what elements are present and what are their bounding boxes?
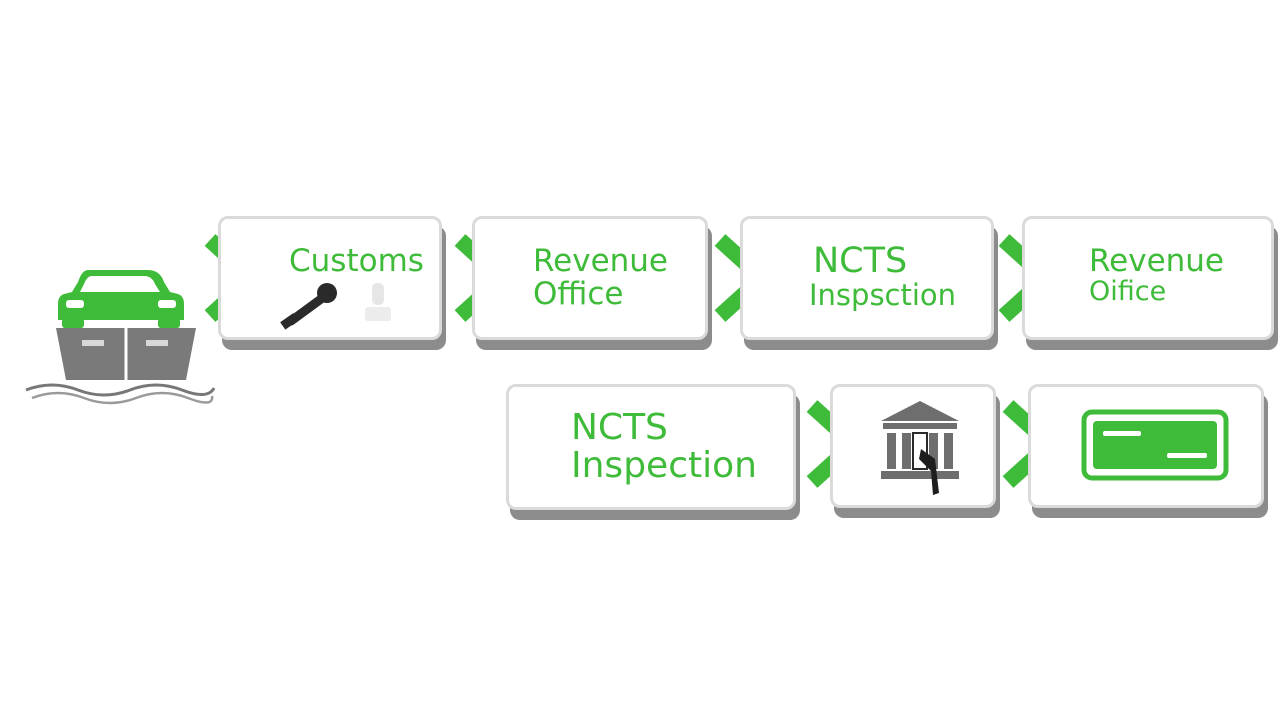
step-ncts-2-line1: NCTS (571, 407, 668, 448)
step-revenue-office-2-card: Revenue Oifice (1022, 216, 1274, 340)
step-revenue-office-2-line1: Revenue (1089, 243, 1225, 279)
stamp-shadow-icon (365, 283, 391, 321)
step-customs-line1: Customs (289, 243, 424, 279)
step-revenue-office-label: Revenue Office (533, 245, 668, 310)
step-ncts-inspection-label: NCTS Inspsction (809, 243, 956, 310)
step-ncts-inspection-card: NCTS Inspsction (740, 216, 994, 340)
step-payment-card (1028, 384, 1264, 508)
step-bank-card (830, 384, 996, 508)
step-revenue-office-2-line2: Oifice (1089, 275, 1167, 307)
step-revenue-office-2-label: Revenue Oifice (1089, 245, 1224, 306)
step-ncts-inspection-2-label: NCTS Inspection (571, 409, 757, 485)
step-ncts-line1: NCTS (813, 241, 908, 281)
step-revenue-office-line1: Revenue (533, 243, 669, 279)
step-ncts-line2: Inspsction (809, 277, 957, 312)
step-revenue-office-line2: Office (533, 275, 624, 312)
bank-building-icon (881, 401, 959, 495)
step-customs-label: Customs (289, 245, 424, 278)
stamp-icon (280, 283, 337, 330)
step-customs-card: Customs (218, 216, 442, 340)
step-ncts-2-line2: Inspection (571, 444, 757, 486)
payment-card-icon (1081, 409, 1229, 481)
car-on-ship-icon (25, 270, 216, 405)
step-ncts-inspection-2-card: NCTS Inspection (506, 384, 796, 510)
step-revenue-office-card: Revenue Office (472, 216, 708, 340)
